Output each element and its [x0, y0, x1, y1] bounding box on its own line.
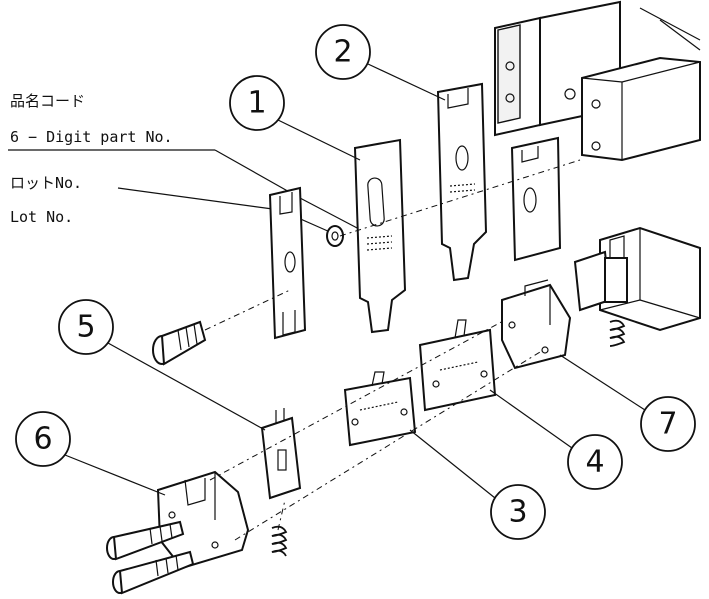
- screw-lower-2: [112, 550, 195, 595]
- callout-6-number: 6: [33, 422, 52, 457]
- right-block: [573, 226, 701, 332]
- callout-4: 4: [489, 389, 623, 490]
- legend-lot-jp: ロットNo.: [10, 174, 83, 192]
- legend-part-number-en: 6 − Digit part No.: [10, 128, 173, 146]
- part-1-plate: [268, 186, 307, 340]
- legend-part-code-jp: 品名コード: [10, 92, 86, 110]
- part-7-block: [501, 279, 572, 370]
- callout-1: 1: [229, 75, 361, 161]
- callout-7: 7: [559, 354, 696, 452]
- callout-2-number: 2: [333, 35, 352, 70]
- callout-7-number: 7: [658, 407, 677, 442]
- housing-block: [494, 0, 701, 162]
- part-6-block: [156, 470, 250, 570]
- spring-right: [609, 319, 626, 347]
- screw-upper: [152, 320, 207, 366]
- callout-5: 5: [58, 299, 266, 431]
- part-1-blade: [353, 138, 407, 334]
- legend-lot-en: Lot No.: [10, 208, 74, 226]
- part-2-blade: [436, 82, 488, 282]
- assembly-axis-lower-2: [234, 351, 541, 541]
- callout-3-number: 3: [508, 495, 527, 530]
- screw-lower-1: [106, 520, 185, 561]
- spring-bottom: [271, 525, 288, 557]
- assembly-axis-spring: [277, 499, 286, 531]
- part-4-bar: [418, 319, 497, 412]
- part-3-bar: [343, 371, 417, 447]
- callout-1-number: 1: [247, 86, 266, 121]
- callout-5-number: 5: [76, 310, 95, 345]
- callout-3: 3: [409, 429, 546, 540]
- small-plate: [510, 136, 562, 262]
- callout-2: 2: [315, 24, 446, 101]
- assembly-axis-upper: [339, 159, 581, 237]
- washer: [326, 225, 344, 247]
- part-5-block: [260, 408, 302, 500]
- callout-6: 6: [15, 411, 166, 496]
- callout-4-number: 4: [585, 445, 604, 480]
